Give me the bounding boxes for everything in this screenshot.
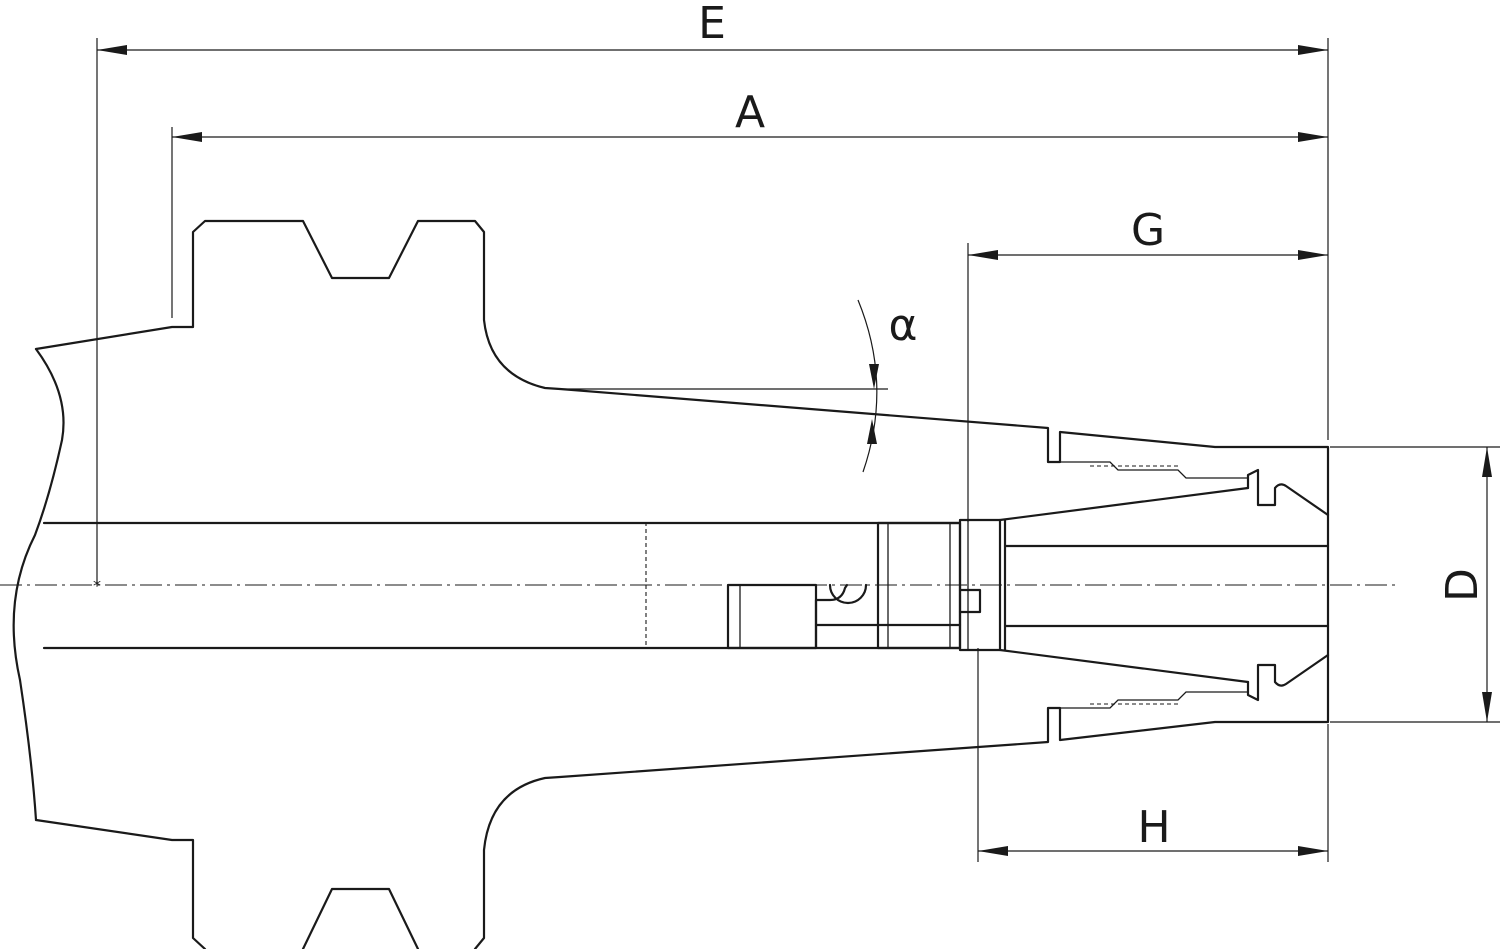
dimension-d: D (1330, 446, 1500, 723)
dimension-g: G (967, 205, 1328, 522)
dimension-e: E (96, 0, 1329, 585)
label-g: G (1131, 205, 1165, 256)
label-h: H (1137, 802, 1170, 853)
thread-detail (1060, 461, 1248, 709)
dimension-h: H (977, 648, 1329, 862)
label-d: D (1437, 568, 1488, 602)
center-mark: * (93, 576, 101, 595)
label-a: A (735, 87, 765, 138)
label-e: E (698, 0, 726, 49)
dimension-a: A (171, 87, 1328, 318)
angle-symbol: α (888, 300, 917, 351)
holder-body (12, 219, 1330, 949)
collet (958, 468, 1330, 702)
taper-angle-dimension: α (560, 299, 918, 473)
